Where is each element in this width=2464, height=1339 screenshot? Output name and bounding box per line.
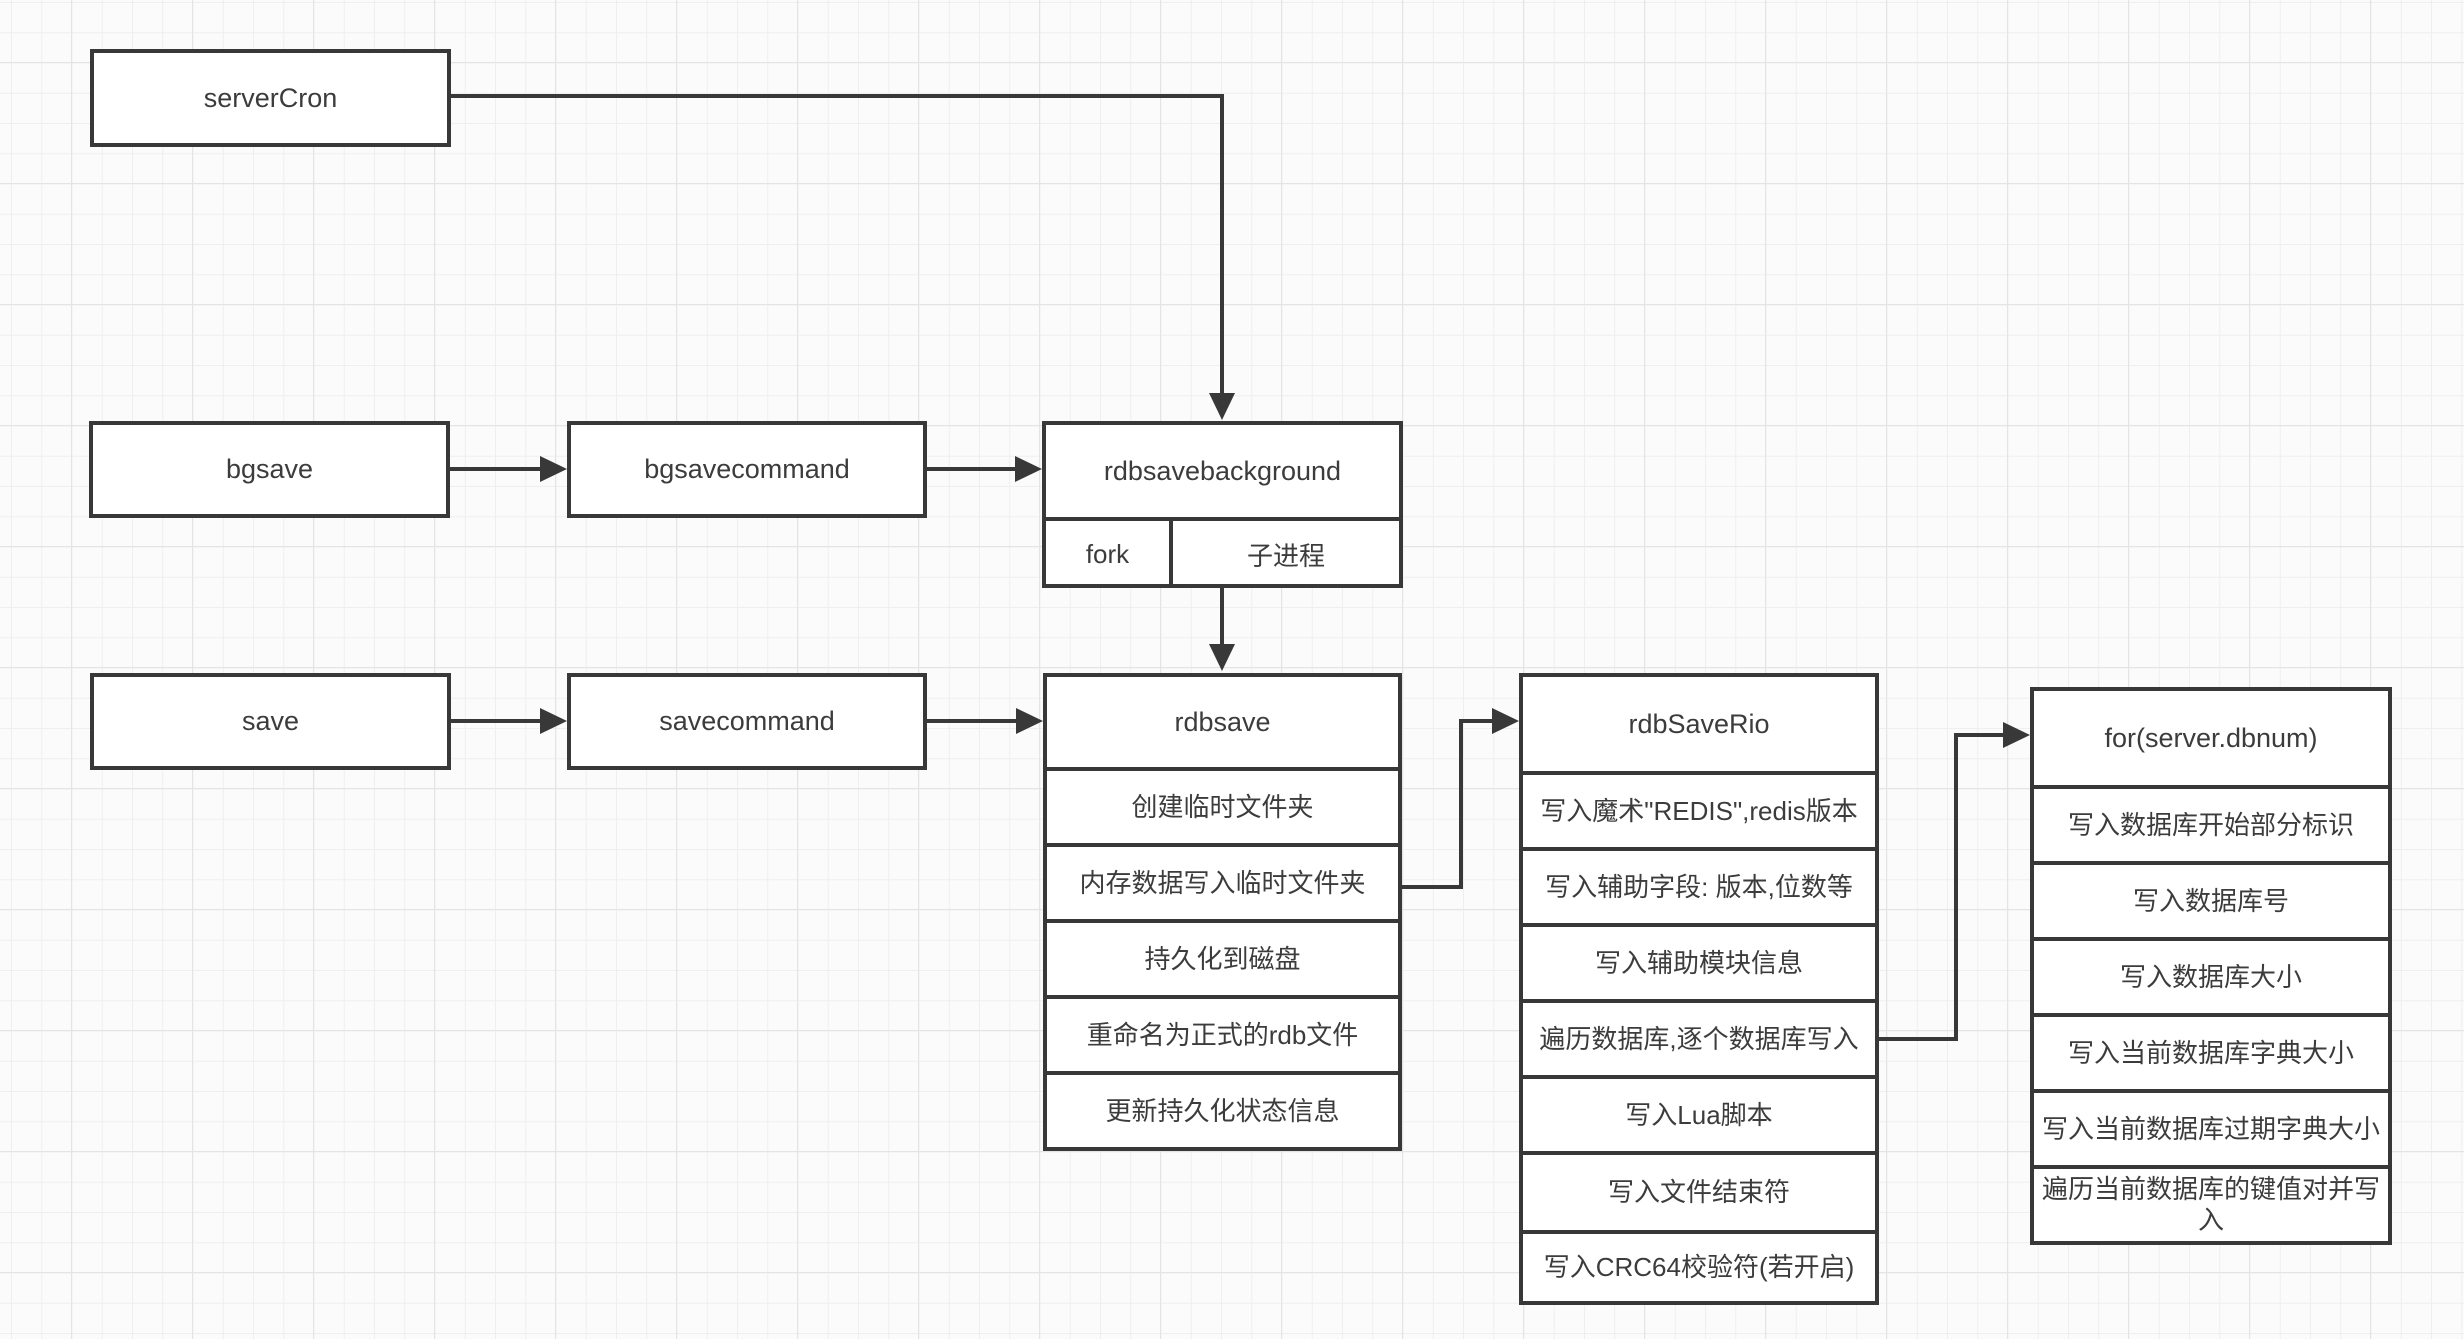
rdbsavebackground-subrow: fork 子进程 [1046,517,1399,588]
node-rdbsavebackground[interactable]: rdbsavebackground fork 子进程 [1042,421,1403,588]
arrowhead-right [2003,722,2030,748]
connector-servercron-rdbsavebackground-vsegment[interactable] [1220,94,1224,394]
node-forloop[interactable]: for(server.dbnum) 写入数据库开始部分标识 写入数据库号 写入数… [2030,687,2392,1245]
connector-rdbsave-rdbsaverio-vsegment[interactable] [1459,721,1463,889]
rdbsave-row-5[interactable]: 更新持久化状态信息 [1047,1071,1398,1147]
connector-rdbsaverio-forloop-hsegment1[interactable] [1879,1037,1958,1041]
node-save[interactable]: save [90,673,451,770]
node-bgsave[interactable]: bgsave [89,421,450,518]
arrowhead-right [1492,708,1519,734]
connector-bgsavecommand-rdbsavebackground[interactable] [927,467,1016,471]
node-rdbsaverio-title[interactable]: rdbSaveRio [1628,708,1770,739]
connector-savecommand-rdbsave[interactable] [927,719,1017,723]
rdbsave-row-2[interactable]: 内存数据写入临时文件夹 [1047,843,1398,919]
node-servercron[interactable]: serverCron [90,49,451,147]
node-servercron-label: serverCron [203,82,338,113]
rdbsave-row-1[interactable]: 创建临时文件夹 [1047,767,1398,843]
cell-child-process[interactable]: 子进程 [1169,521,1399,588]
node-savecommand[interactable]: savecommand [567,673,927,770]
arrowhead-right [1016,708,1043,734]
cell-fork[interactable]: fork [1085,539,1130,569]
connector-servercron-rdbsavebackground-hsegment[interactable] [451,94,1224,98]
rdbsaverio-row-4[interactable]: 遍历数据库,逐个数据库写入 [1523,999,1875,1075]
node-bgsave-label: bgsave [225,454,314,484]
rdbsave-row-4[interactable]: 重命名为正式的rdb文件 [1047,995,1398,1071]
rdbsaverio-row-7[interactable]: 写入CRC64校验符(若开启) [1523,1230,1875,1301]
node-bgsavecommand[interactable]: bgsavecommand [567,421,927,518]
arrowhead-down [1209,644,1235,671]
arrowhead-down [1209,393,1235,420]
connector-rdbsaverio-forloop-hsegment2[interactable] [1954,733,2004,737]
forloop-row-5[interactable]: 写入当前数据库过期字典大小 [2034,1089,2388,1165]
node-bgsavecommand-label: bgsavecommand [644,454,850,484]
node-savecommand-label: savecommand [659,706,835,736]
connector-rdbsave-rdbsaverio-hsegment2[interactable] [1459,719,1493,723]
connector-rdbsave-rdbsaverio-hsegment1[interactable] [1402,885,1463,889]
connector-rdbsaverio-forloop-vsegment[interactable] [1954,735,1958,1041]
node-rdbsave[interactable]: rdbsave 创建临时文件夹 内存数据写入临时文件夹 持久化到磁盘 重命名为正… [1043,673,1402,1151]
rdbsaverio-row-3[interactable]: 写入辅助模块信息 [1523,923,1875,999]
rdbsaverio-row-2[interactable]: 写入辅助字段: 版本,位数等 [1523,847,1875,923]
rdbsaverio-row-1[interactable]: 写入魔术"REDIS",redis版本 [1523,771,1875,847]
forloop-row-2[interactable]: 写入数据库号 [2034,861,2388,937]
arrowhead-right [540,456,567,482]
node-rdbsavebackground-title[interactable]: rdbsavebackground [1103,455,1342,486]
forloop-row-4[interactable]: 写入当前数据库字典大小 [2034,1013,2388,1089]
node-save-label: save [241,706,300,736]
rdbsave-row-3[interactable]: 持久化到磁盘 [1047,919,1398,995]
node-rdbsave-title[interactable]: rdbsave [1174,706,1271,737]
connector-bgsave-bgsavecommand[interactable] [450,467,541,471]
arrowhead-right [540,708,567,734]
node-forloop-title[interactable]: for(server.dbnum) [2104,722,2318,753]
rdbsaverio-row-5[interactable]: 写入Lua脚本 [1523,1075,1875,1151]
arrowhead-right [1015,456,1042,482]
forloop-row-1[interactable]: 写入数据库开始部分标识 [2034,785,2388,861]
forloop-row-6[interactable]: 遍历当前数据库的键值对并写入 [2034,1165,2388,1241]
rdbsaverio-row-6[interactable]: 写入文件结束符 [1523,1151,1875,1230]
connector-rdbsavebackground-rdbsave[interactable] [1220,588,1224,645]
connector-save-savecommand[interactable] [451,719,541,723]
node-rdbsaverio[interactable]: rdbSaveRio 写入魔术"REDIS",redis版本 写入辅助字段: 版… [1519,673,1879,1305]
forloop-row-3[interactable]: 写入数据库大小 [2034,937,2388,1013]
